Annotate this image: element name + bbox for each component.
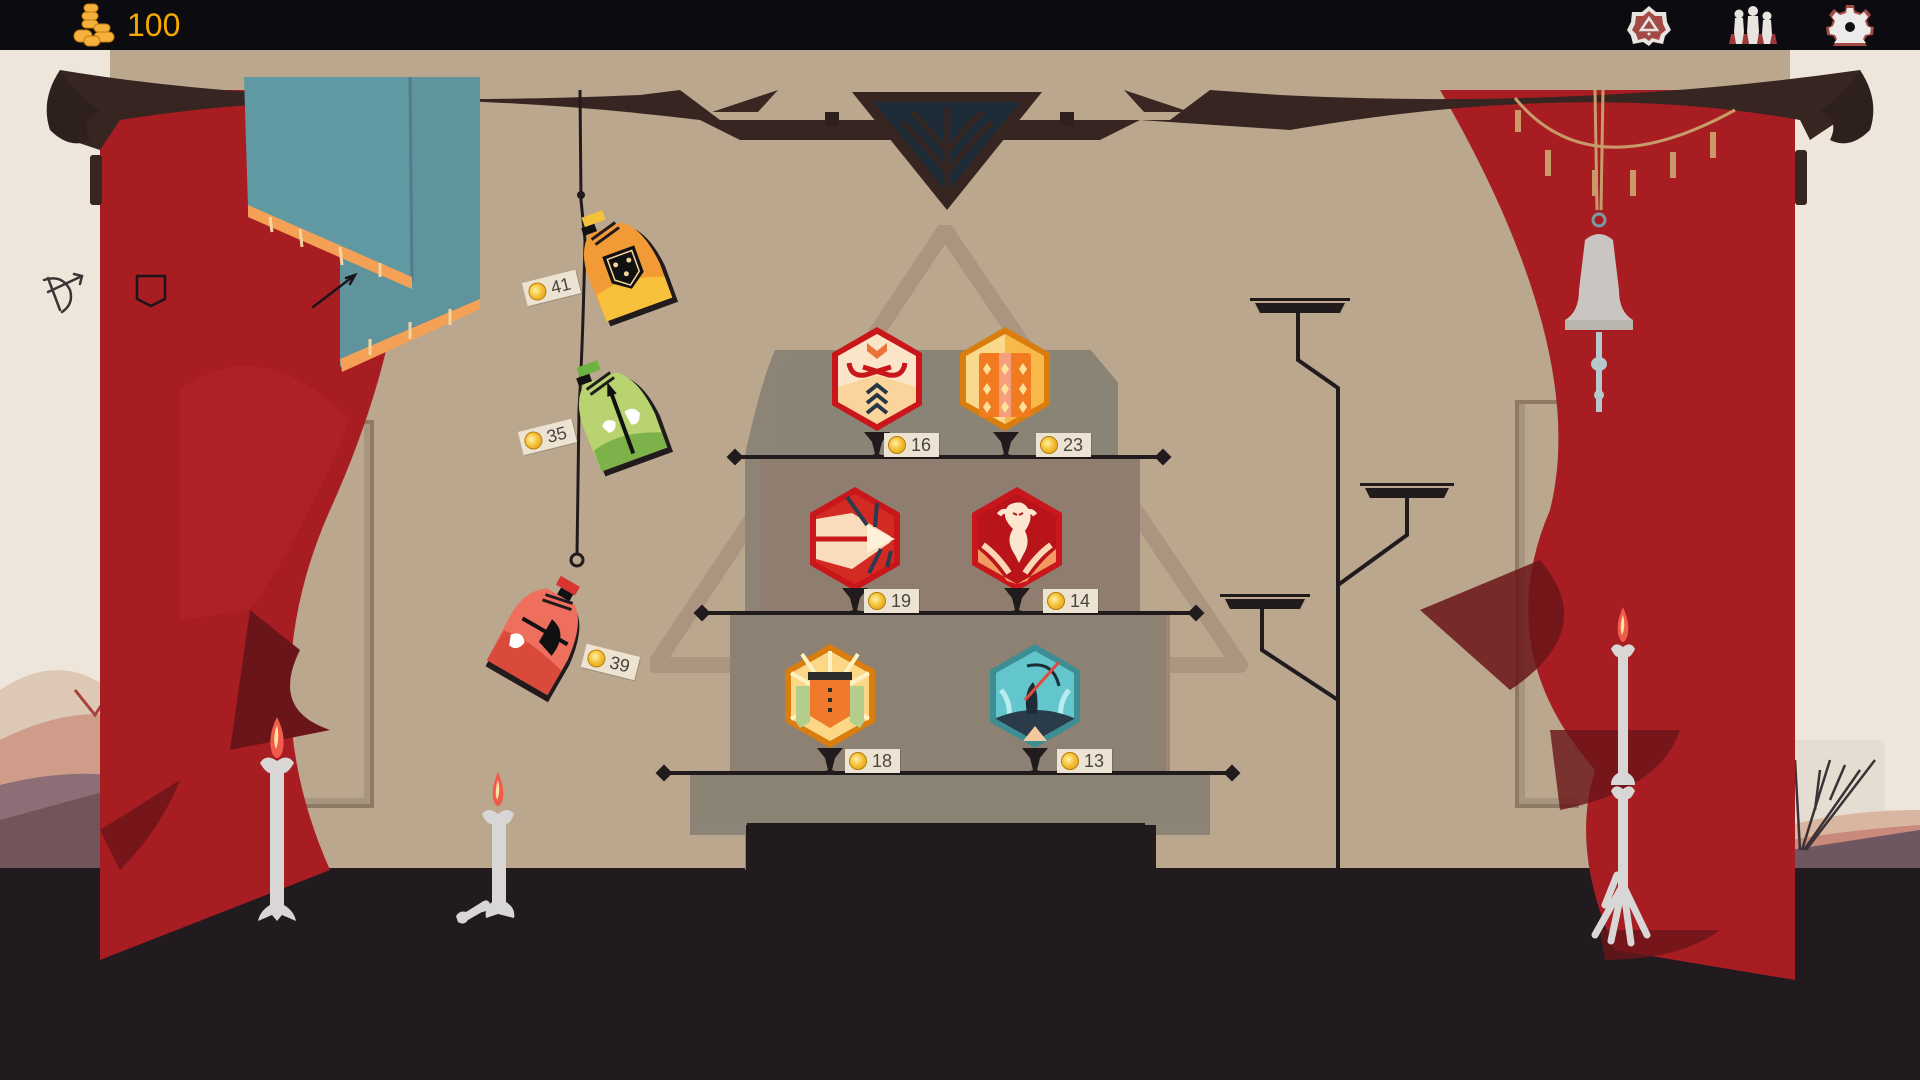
- coin-icon: [868, 592, 886, 610]
- potion-red-axe[interactable]: [470, 570, 610, 710]
- price-tag[interactable]: 18: [845, 749, 901, 773]
- coin-icon: [849, 752, 867, 770]
- potion-green-spear[interactable]: [555, 350, 690, 490]
- shelf-1: [726, 448, 1172, 466]
- outside-landscape-right: [1790, 50, 1920, 870]
- shelf-end-ornament: [655, 764, 673, 782]
- coin-icon: [1047, 592, 1065, 610]
- shelf-3: [655, 764, 1241, 782]
- price-value: 18: [872, 750, 893, 771]
- price-value: 19: [891, 590, 912, 611]
- curtain-post-right: [1795, 150, 1807, 205]
- shop-item-dual-axes[interactable]: [829, 325, 925, 433]
- price-tag[interactable]: 13: [1057, 749, 1113, 773]
- coin-icon: [585, 647, 608, 670]
- pedestal: [864, 432, 890, 457]
- pedestal: [1022, 748, 1048, 773]
- pedestal: [842, 588, 868, 613]
- price-value: 39: [607, 651, 632, 676]
- bone-candle-middle: [456, 772, 515, 924]
- bow-icon[interactable]: [40, 270, 86, 316]
- coin-icon: [1061, 752, 1079, 770]
- shop-item-fortress-banner[interactable]: [782, 642, 878, 750]
- shop-item-rage-spirit[interactable]: [969, 485, 1065, 593]
- center-triangle-ornament: [852, 92, 1042, 210]
- pedestal: [993, 432, 1019, 457]
- shop-item-spiked-shield[interactable]: [957, 325, 1053, 433]
- pedestal: [1004, 588, 1030, 613]
- coin-icon: [888, 436, 906, 454]
- price-tag[interactable]: 16: [884, 433, 940, 457]
- shield-icon[interactable]: [134, 273, 168, 309]
- rune-icon: [1627, 6, 1671, 46]
- price-value: 14: [1070, 590, 1091, 611]
- coin-icon: [526, 280, 549, 303]
- bone-candle-right: [1591, 607, 1651, 947]
- coin-icon: [1040, 436, 1058, 454]
- party-icon: [1729, 6, 1777, 44]
- settings-button[interactable]: [1826, 4, 1874, 46]
- price-tag[interactable]: 19: [864, 589, 920, 613]
- bell[interactable]: [1555, 90, 1645, 425]
- rune-button[interactable]: [1625, 4, 1673, 46]
- coin-icon: [522, 429, 545, 452]
- price-tag[interactable]: 14: [1043, 589, 1099, 613]
- top-bar: [0, 0, 1920, 50]
- price-value: 41: [548, 273, 573, 298]
- blue-banner: [244, 77, 480, 372]
- curtain-post-left: [90, 155, 102, 205]
- shelf-cabinet-base: [693, 773, 1207, 823]
- price-tag[interactable]: 23: [1036, 433, 1092, 457]
- coins-stack-icon: [73, 3, 115, 47]
- arrow-icon[interactable]: [310, 270, 360, 310]
- bone-candle-left: [258, 717, 296, 921]
- pedestal: [817, 748, 843, 773]
- potion-orange-shield[interactable]: [560, 200, 690, 340]
- party-button[interactable]: [1725, 4, 1781, 46]
- shop-item-burst-strike[interactable]: [807, 485, 903, 593]
- candelabra-stand: [1220, 298, 1454, 870]
- price-value: 16: [911, 434, 932, 455]
- shelf-2: [693, 604, 1205, 622]
- price-value: 13: [1084, 750, 1105, 771]
- coin-balance: 100: [127, 7, 181, 43]
- price-value: 23: [1063, 434, 1084, 455]
- price-value: 35: [544, 422, 569, 447]
- settings-gear-icon: [1826, 5, 1874, 46]
- shop-item-archer[interactable]: [987, 642, 1083, 750]
- garland: [1513, 97, 1736, 196]
- left-curtain: [100, 90, 407, 960]
- shelf-cabinet-foot: [747, 823, 1145, 873]
